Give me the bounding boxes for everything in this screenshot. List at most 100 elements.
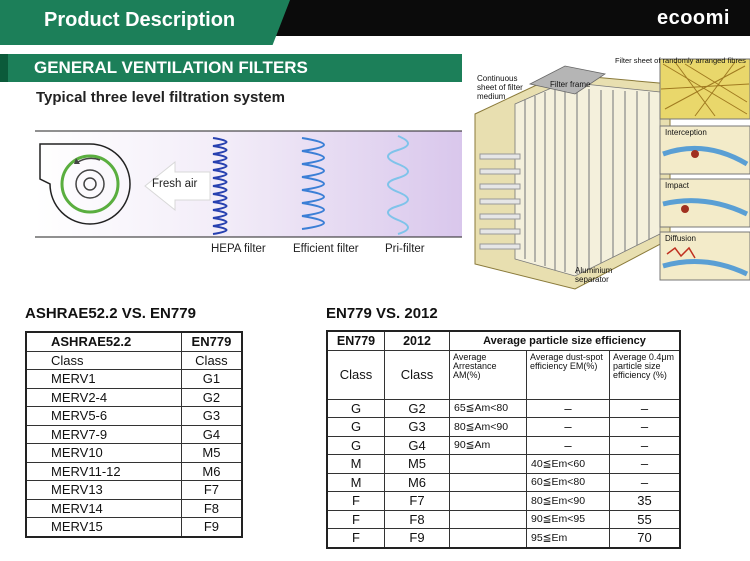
table-subheader-cell: Class: [384, 349, 450, 400]
table-cell: MERV1: [26, 369, 182, 388]
table-cell: F9: [384, 528, 450, 548]
table-cell: –: [526, 417, 610, 437]
fan-icon: [39, 143, 131, 225]
table-subheader-cell: Average dust-spot efficiency EM(%): [526, 349, 610, 400]
table-cell: M5: [181, 443, 242, 462]
filtration-diagram-graphic: [35, 130, 462, 238]
table-cell: 80≦Em<90: [526, 491, 610, 511]
table-header-cell: EN779: [326, 330, 385, 351]
efficient-filter-coil: [301, 137, 325, 230]
section-subtitle: Typical three level filtration system: [36, 89, 285, 106]
table-cell: 95≦Em: [526, 528, 610, 548]
table-cell: MERV2-4: [26, 387, 182, 407]
table-cell: M: [326, 472, 385, 492]
table-cell: 35: [609, 491, 681, 511]
table-cell: G1: [181, 369, 242, 388]
diffusion-label: Diffusion: [665, 234, 696, 243]
table-header-cell: ASHRAE52.2: [26, 332, 182, 351]
table-header-row: EN779 2012 Average particle size efficie…: [326, 330, 681, 351]
table-cell: F7: [384, 491, 450, 511]
table-cell: MERV5-6: [26, 406, 182, 425]
table-header-cell: 2012: [384, 330, 450, 351]
pri-filter-label: Pri-filter: [385, 243, 425, 255]
section-title-bar: GENERAL VENTILATION FILTERS: [0, 54, 462, 82]
table-cell: F7: [181, 480, 242, 499]
filter-construction-figure: Continuous sheet of filter medium Filter…: [455, 44, 750, 300]
interception-label: Interception: [665, 128, 707, 137]
table-cell: G4: [384, 435, 450, 455]
table-cell: MERV15: [26, 517, 182, 537]
table-cell: 90≦Em<95: [526, 509, 610, 529]
table-subheader-cell: Class: [326, 349, 385, 400]
table-header-row: ASHRAE52.2 EN779: [26, 332, 242, 351]
hepa-filter-coil: [212, 137, 228, 235]
table-subheader-cell: Average Arrestance AM(%): [449, 349, 527, 400]
table-cell: [449, 491, 527, 511]
separator-label: Aluminium separator: [575, 266, 613, 284]
airflow-background: [35, 131, 462, 237]
table-cell: Class: [26, 350, 182, 370]
table2-title: EN779 VS. 2012: [326, 305, 438, 322]
table-cell: MERV7-9: [26, 424, 182, 444]
table-cell: –: [609, 417, 681, 437]
table-cell: [449, 472, 527, 492]
brand-logo: ecoomi: [656, 7, 730, 29]
table-cell: MERV10: [26, 443, 182, 462]
table-cell: G2: [181, 387, 242, 407]
table-subheader-cell: Average 0.4μm particle size efficiency (…: [609, 349, 681, 400]
table1-title: ASHRAE52.2 VS. EN779: [25, 305, 196, 322]
table-cell: F8: [384, 509, 450, 529]
table-cell: –: [609, 472, 681, 492]
filtration-diagram: Fresh air HEPA filter Efficient filter P…: [0, 118, 462, 268]
efficient-filter-label: Efficient filter: [293, 243, 359, 255]
filter-frame-label: Filter frame: [550, 80, 591, 89]
product-description-banner: [0, 0, 290, 45]
table-cell: [449, 528, 527, 548]
table-cell: –: [609, 398, 681, 418]
table-cell: 70: [609, 528, 681, 548]
table-cell: [449, 509, 527, 529]
table-cell: G: [326, 398, 385, 418]
impact-label: Impact: [665, 181, 690, 190]
table-cell: 55: [609, 509, 681, 529]
table-cell: MERV11-12: [26, 461, 182, 481]
table-cell: MERV13: [26, 480, 182, 499]
table-cell: –: [526, 435, 610, 455]
table-cell: –: [609, 454, 681, 474]
table-cell: G4: [181, 424, 242, 444]
table-cell: 80≦Am<90: [449, 417, 527, 437]
table-cell: G: [326, 435, 385, 455]
table-cell: F: [326, 509, 385, 529]
table-cell: F8: [181, 498, 242, 518]
table-cell: [449, 454, 527, 474]
page-title: Product Description: [44, 9, 236, 31]
table-cell: F: [326, 528, 385, 548]
table-cell: G: [326, 417, 385, 437]
filter-construction-graphic: [474, 58, 750, 290]
section-title: GENERAL VENTILATION FILTERS: [34, 58, 308, 77]
table-cell: M5: [384, 454, 450, 474]
table-cell: F: [326, 491, 385, 511]
table-subheader-row: Class Class Average Arrestance AM(%) Ave…: [326, 349, 681, 400]
continuous-sheet-label: Continuous sheet of filter medium: [477, 74, 523, 101]
table-cell: MERV14: [26, 498, 182, 518]
left-arrow-icon: [144, 160, 211, 212]
